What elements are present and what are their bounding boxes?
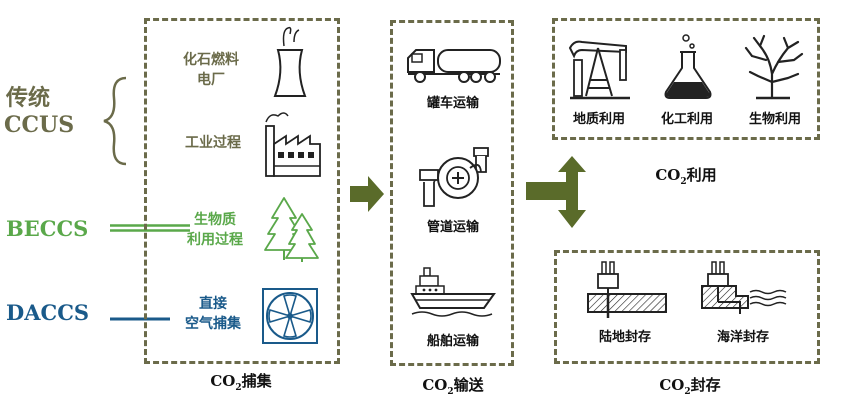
tanker-label: 罐车运输 bbox=[426, 96, 479, 111]
fan-icon bbox=[262, 288, 318, 344]
ocean-storage-icon bbox=[701, 261, 787, 314]
flask-icon bbox=[664, 34, 712, 99]
beccs-connector bbox=[110, 224, 190, 232]
transport-caption-text: 输送 bbox=[453, 376, 484, 394]
storage-caption-co: CO bbox=[659, 376, 685, 394]
pipeline-icon bbox=[419, 147, 489, 207]
utilization-caption-co: CO bbox=[655, 166, 681, 184]
ship-label: 船舶运输 bbox=[426, 334, 479, 349]
split-arrow bbox=[526, 156, 586, 228]
utilization-caption-text: 利用 bbox=[686, 166, 717, 184]
capture-caption: CO2捕集 bbox=[196, 370, 286, 393]
chem-utilization-label: 化工利用 bbox=[660, 112, 713, 127]
utilization-caption-sub: 2 bbox=[680, 177, 687, 187]
capture-caption-co: CO bbox=[210, 372, 236, 390]
pipeline-label: 管道运输 bbox=[426, 220, 479, 235]
dac-label: 直接 空气捕集 bbox=[168, 294, 258, 334]
transport-caption: CO2输送 bbox=[408, 374, 498, 397]
dac-text: 直接 空气捕集 bbox=[185, 296, 241, 332]
storage-caption-sub: 2 bbox=[684, 387, 691, 397]
geo-utilization-label: 地质利用 bbox=[572, 112, 625, 127]
beccs-label: BECCS bbox=[6, 216, 89, 241]
transport-caption-sub: 2 bbox=[447, 387, 454, 397]
ocean-storage-label: 海洋封存 bbox=[716, 330, 769, 345]
storage-caption: CO2封存 bbox=[640, 374, 740, 397]
power-plant-label: 化石燃料 电厂 bbox=[166, 50, 256, 90]
factory-icon bbox=[265, 112, 321, 177]
oil-pump-icon bbox=[568, 40, 630, 100]
storage-box bbox=[554, 250, 820, 364]
capture-caption-text: 捕集 bbox=[241, 372, 272, 390]
coral-icon bbox=[744, 34, 804, 100]
transport-box bbox=[390, 20, 514, 366]
daccs-connector bbox=[110, 317, 170, 321]
ship-icon bbox=[410, 267, 496, 317]
transport-caption-co: CO bbox=[422, 376, 448, 394]
capture-box bbox=[144, 18, 340, 364]
bio-utilization-label: 生物利用 bbox=[748, 112, 801, 127]
industry-label: 工业过程 bbox=[185, 135, 241, 151]
ccus-cn-label: 传统 bbox=[6, 85, 51, 111]
tanker-truck-icon bbox=[407, 49, 501, 83]
utilization-box bbox=[552, 18, 820, 140]
land-storage-label: 陆地封存 bbox=[598, 330, 651, 345]
daccs-label: DACCS bbox=[6, 300, 90, 325]
utilization-caption: CO2利用 bbox=[636, 164, 736, 187]
biomass-text: 生物质 利用过程 bbox=[187, 212, 243, 248]
biomass-label: 生物质 利用过程 bbox=[170, 210, 260, 250]
storage-caption-text: 封存 bbox=[690, 376, 721, 394]
arrow-capture-to-transport bbox=[350, 176, 384, 212]
brace-icon bbox=[103, 76, 127, 166]
power-plant-text: 化石燃料 电厂 bbox=[183, 52, 239, 88]
capture-caption-sub: 2 bbox=[235, 383, 242, 393]
land-storage-icon bbox=[587, 261, 667, 318]
ccus-en-label: CCUS bbox=[4, 112, 75, 138]
tree-icon bbox=[264, 197, 319, 262]
power-plant-icon bbox=[273, 26, 307, 97]
